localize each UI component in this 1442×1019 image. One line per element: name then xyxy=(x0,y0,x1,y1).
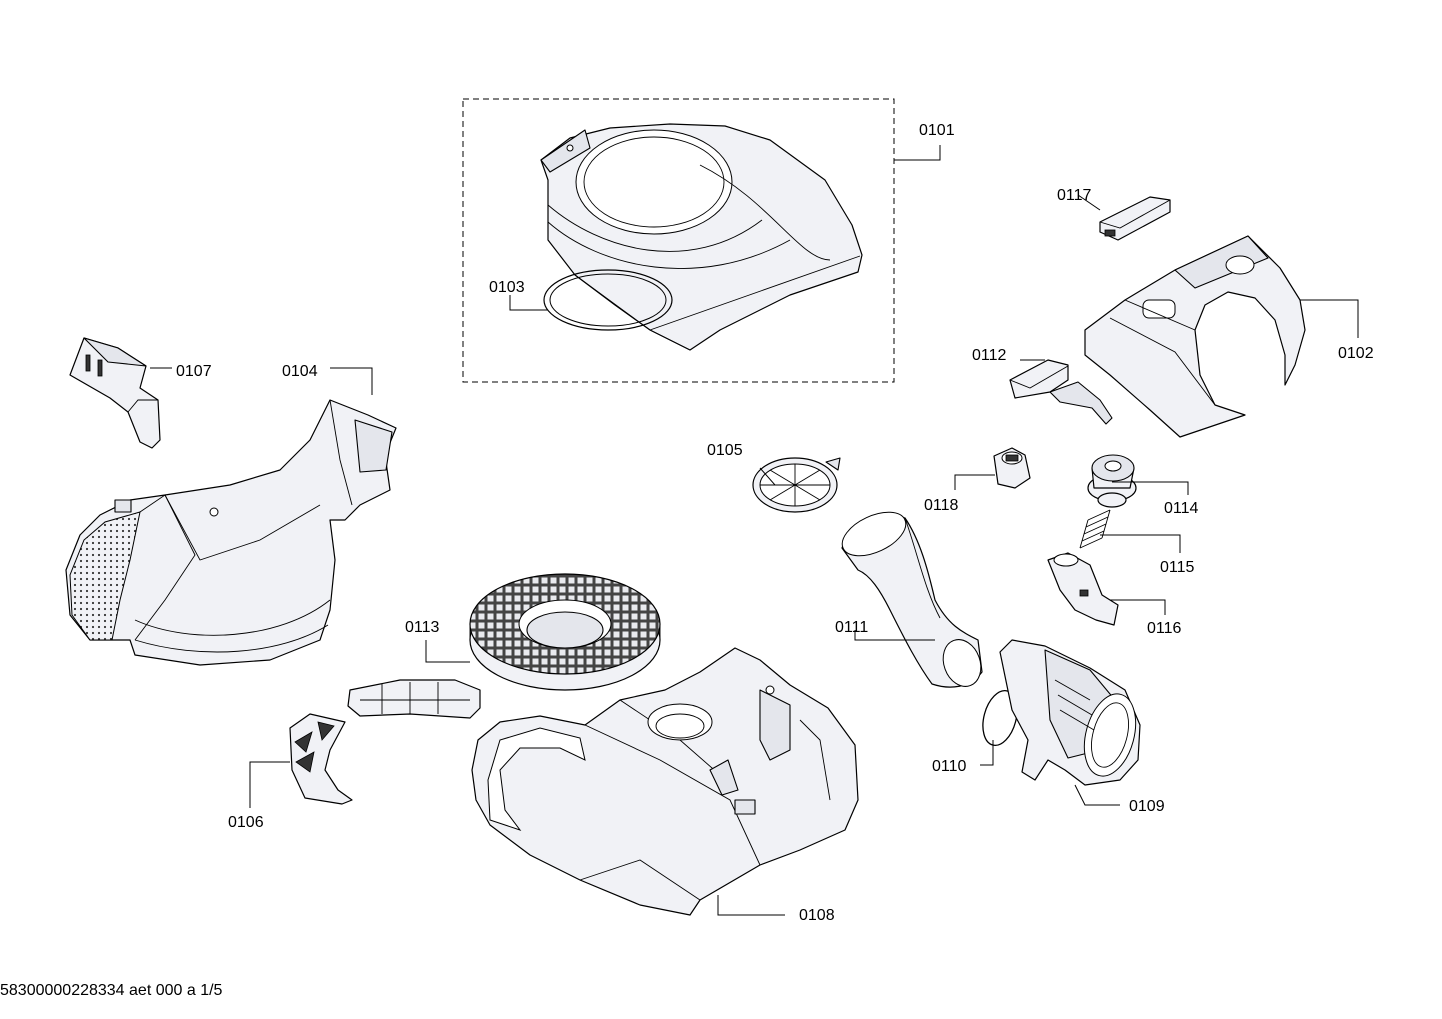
part-labels: 0101 0103 0117 0102 0112 0107 0104 0105 … xyxy=(176,122,1374,924)
part-0106-gasket-strips[interactable] xyxy=(289,679,481,805)
label-0103: 0103 xyxy=(489,279,525,296)
part-0115-spring[interactable] xyxy=(1079,509,1111,549)
label-0106: 0106 xyxy=(228,814,264,831)
part-0109-duct[interactable] xyxy=(999,639,1144,786)
label-0112: 0112 xyxy=(972,347,1007,364)
label-0105: 0105 xyxy=(707,442,743,459)
part-0113-round-filter[interactable] xyxy=(469,573,661,691)
part-0117-clip[interactable] xyxy=(1099,196,1171,241)
part-0105-filter-grid[interactable] xyxy=(752,457,841,513)
part-0102-rear-cover[interactable] xyxy=(1084,235,1306,438)
label-0107: 0107 xyxy=(176,363,212,380)
part-0103-seal-ring[interactable] xyxy=(543,269,673,331)
label-0101: 0101 xyxy=(919,122,955,139)
label-0117: 0117 xyxy=(1057,187,1092,204)
label-0118: 0118 xyxy=(924,497,959,514)
label-0110: 0110 xyxy=(932,758,967,775)
part-0118-button-cap[interactable] xyxy=(993,447,1031,489)
label-0109: 0109 xyxy=(1129,798,1165,815)
assembly-box-0101 xyxy=(462,98,895,383)
label-0114: 0114 xyxy=(1164,500,1199,517)
part-0108-main-body[interactable] xyxy=(471,647,859,916)
label-0102: 0102 xyxy=(1338,345,1374,362)
part-0114-knob[interactable] xyxy=(1087,454,1137,508)
label-0113: 0113 xyxy=(405,619,440,636)
label-0104: 0104 xyxy=(282,363,318,380)
document-footer-id: 58300000228334 aet 000 a 1/5 xyxy=(0,982,223,999)
part-0112-latch[interactable] xyxy=(1009,359,1113,425)
label-0108: 0108 xyxy=(799,907,835,924)
label-0115: 0115 xyxy=(1160,559,1195,576)
part-0104-housing[interactable] xyxy=(65,399,397,666)
part-0101-lid-cover[interactable] xyxy=(540,123,863,351)
label-0116: 0116 xyxy=(1147,620,1182,637)
part-0111-hose-elbow[interactable] xyxy=(836,503,988,691)
part-0116-lever[interactable] xyxy=(1047,552,1119,626)
leader-lines xyxy=(150,145,1359,916)
part-0107-nozzle[interactable] xyxy=(69,337,161,449)
label-0111: 0111 xyxy=(835,619,868,636)
